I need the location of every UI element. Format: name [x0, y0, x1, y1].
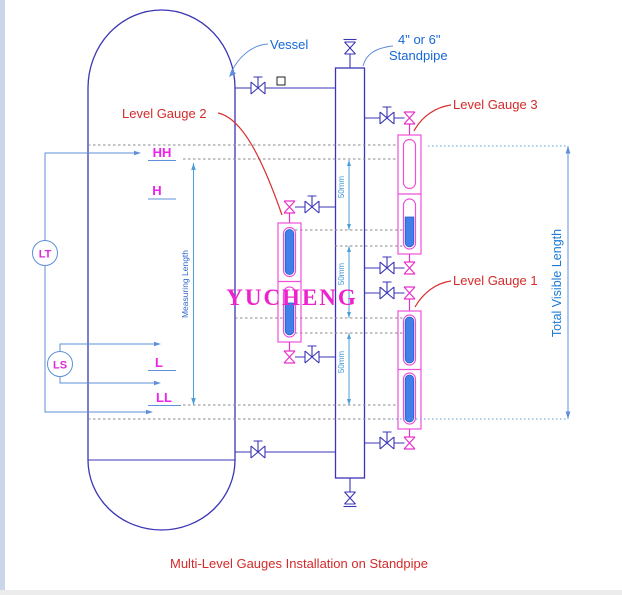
overlap-dimensions: 50mm 50mm 50mm	[337, 160, 351, 405]
total-visible-length-dimension: Total Visible Length	[392, 145, 571, 420]
vent-valve-icon	[343, 38, 357, 55]
level-switch-bubble	[47, 351, 73, 377]
level-mark-l: L	[155, 355, 163, 370]
level-gauge-3	[365, 106, 422, 275]
instrument-hookup: LT LS	[32, 150, 161, 415]
gauge3-bottom-glass	[402, 198, 417, 250]
gauge2-bottom-valve-icon	[283, 350, 296, 364]
overlap-dim-1-arrow-down	[347, 224, 351, 230]
gauge2-bottom-glass	[282, 286, 297, 338]
vessel-nozzles	[235, 76, 335, 459]
total-visible-length-label: Total Visible Length	[550, 229, 564, 337]
level-projection-lines	[88, 144, 403, 420]
gauge3-bottom-indicator	[404, 216, 415, 248]
gauge2-top-gate-valve-icon	[304, 195, 320, 214]
measuring-length-dimension: Measuring Length	[180, 163, 196, 405]
measuring-length-arrow-down	[191, 398, 196, 405]
gauge3-bottom-gate-valve-icon	[379, 256, 395, 275]
overlap-dim-2-arrow-up	[347, 246, 351, 252]
drain-valve-icon	[343, 491, 357, 508]
gauge2-bottom-gate-valve-icon	[304, 345, 320, 364]
level-switch-tag: LS	[53, 360, 67, 372]
gauge1-bottom-indicator	[404, 374, 415, 423]
level-transmitter-bubble	[32, 240, 58, 266]
standpipe-label-line1: 4" or 6"	[398, 32, 441, 47]
standpipe	[334, 38, 366, 508]
measuring-length-label: Measuring Length	[180, 250, 190, 318]
vessel-leader-line	[230, 43, 269, 74]
gauge1-leader-line	[414, 280, 452, 308]
square-marker-icon	[276, 76, 286, 86]
level-mark-ll: LL	[156, 390, 172, 405]
ls-top-tap-arrow	[154, 341, 161, 347]
watermark: YUCHENG	[226, 285, 358, 310]
ls-signal-lines	[59, 343, 156, 384]
ls-bottom-tap-arrow	[154, 380, 161, 386]
tvl-arrow-down	[565, 411, 571, 419]
overlap-dim-3-label: 50mm	[337, 351, 346, 374]
level-marks: HH H L LL	[148, 145, 181, 406]
gauge1-label: Level Gauge 1	[453, 273, 538, 288]
callouts: Vessel 4" or 6" Standpipe Level Gauge 2 …	[122, 32, 538, 308]
gauge3-label: Level Gauge 3	[453, 97, 538, 112]
gauge2-top-indicator	[284, 229, 295, 275]
vessel-label: Vessel	[270, 37, 308, 52]
page-bottom-border	[0, 590, 622, 595]
standpipe-leader-line	[362, 45, 394, 67]
gauge2-label: Level Gauge 2	[122, 106, 207, 121]
overlap-dim-3-arrow-up	[347, 333, 351, 339]
gauge1-bottom-valve-icon	[403, 436, 416, 450]
tvl-arrow-up	[565, 146, 571, 154]
gauge1-top-gate-valve-icon	[379, 281, 395, 300]
level-mark-h: H	[152, 183, 161, 198]
level-gauge-1	[365, 281, 422, 450]
vessel-leader-arrow	[229, 69, 236, 77]
gauge2-top-valve-icon	[283, 200, 296, 214]
gauge2-leader-line	[217, 112, 283, 216]
gauge1-top-indicator	[404, 316, 415, 364]
lt-top-tap-arrow	[134, 150, 141, 156]
gauge3-top-valve-icon	[403, 111, 416, 125]
gauge2-bottom-indicator	[284, 302, 295, 336]
gauge2-top-glass	[282, 226, 297, 278]
overlap-dim-1-arrow-up	[347, 160, 351, 166]
gauge3-top-glass	[402, 138, 417, 190]
overlap-dim-3-arrow-down	[347, 399, 351, 405]
measuring-length-arrow-up	[191, 163, 196, 170]
lt-signal-lines	[44, 152, 148, 413]
vessel	[87, 9, 236, 531]
overlap-dim-2-arrow-down	[347, 312, 351, 318]
diagram-caption: Multi-Level Gauges Installation on Stand…	[170, 556, 428, 571]
page-left-border	[0, 0, 5, 595]
gauge3-leader-line	[413, 104, 452, 132]
level-transmitter-tag: LT	[39, 249, 52, 261]
vessel-shell	[87, 9, 236, 531]
gauge1-bottom-gate-valve-icon	[379, 431, 395, 450]
gauge1-top-glass	[402, 314, 417, 366]
gauge1-bottom-glass	[402, 372, 417, 425]
lt-bottom-tap-arrow	[146, 409, 153, 415]
gauge1-top-valve-icon	[403, 286, 416, 300]
bottom-nozzle-gate-valve-icon	[250, 440, 266, 459]
overlap-dim-2-label: 50mm	[337, 263, 346, 286]
standpipe-label-line2: Standpipe	[389, 48, 448, 63]
level-mark-hh: HH	[153, 145, 172, 160]
gauge3-top-gate-valve-icon	[379, 106, 395, 125]
overlap-dim-1-label: 50mm	[337, 176, 346, 199]
level-gauge-2	[277, 195, 335, 364]
top-nozzle-gate-valve-icon	[250, 76, 266, 95]
gauge3-bottom-valve-icon	[403, 261, 416, 275]
